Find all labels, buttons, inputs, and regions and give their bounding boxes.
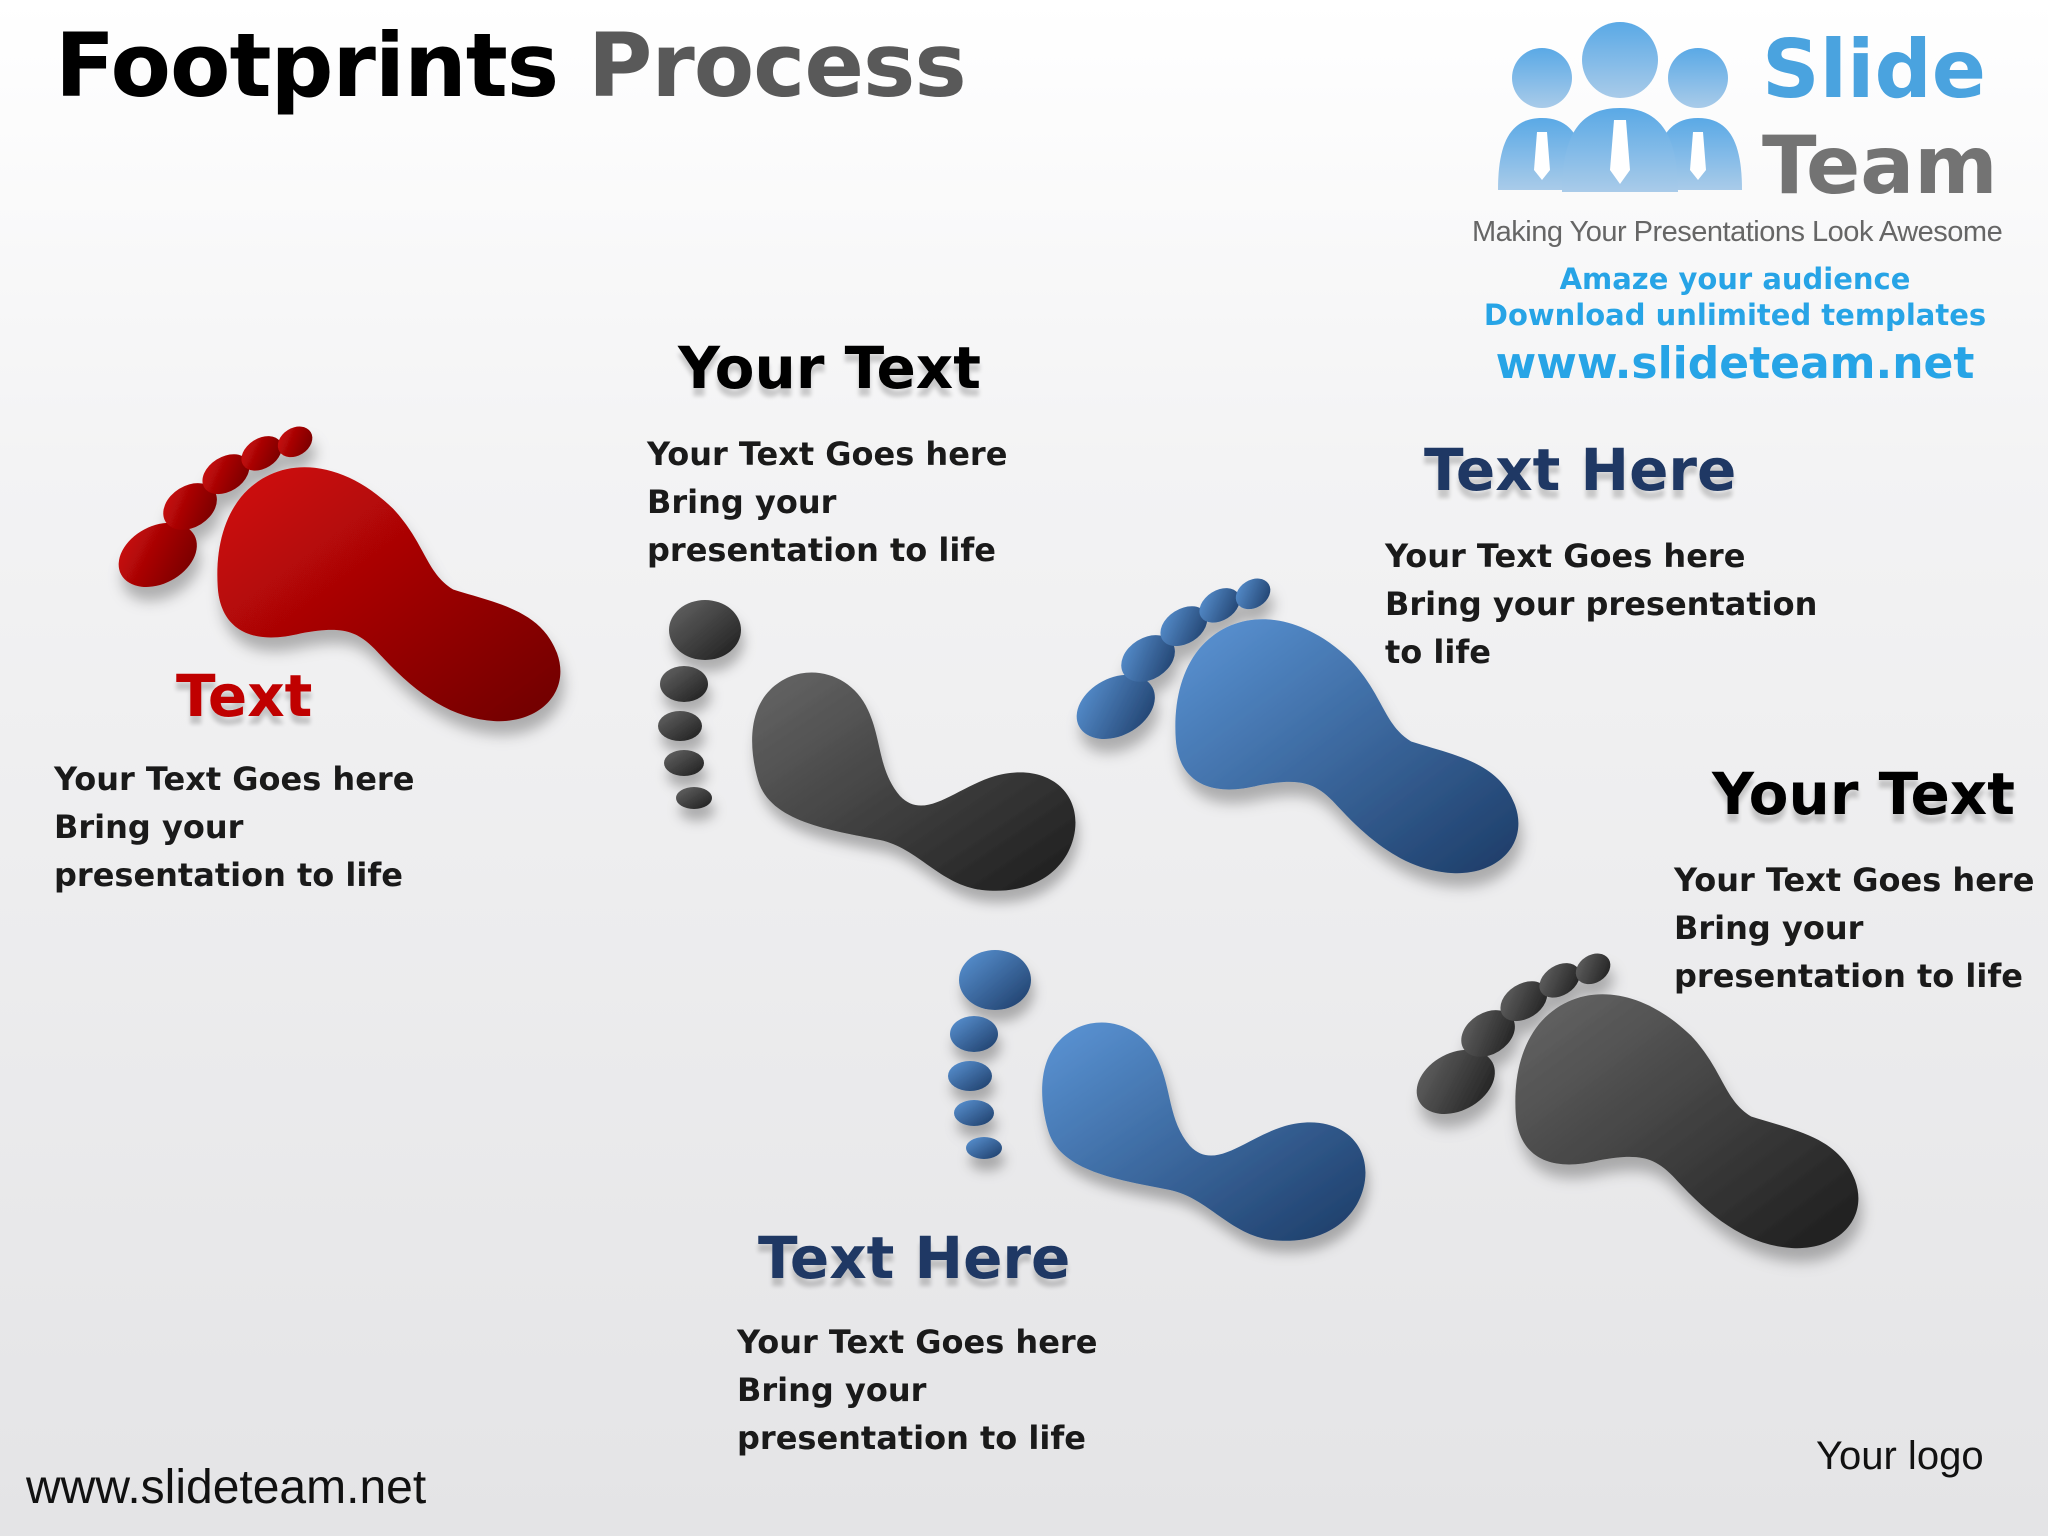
step-3-line-2: Bring your presentation [1385, 585, 1818, 623]
step-5-line-1: Your Text Goes here [1674, 861, 2035, 899]
brand-name-team: Team [1762, 119, 1998, 212]
footprint-2-gray-shape [658, 600, 1076, 891]
brand-logo[interactable]: Slide Team Making Your Presentations Loo… [1470, 20, 2030, 389]
brand-name-slide: Slide [1762, 23, 1986, 116]
step-4-line-2: Bring your [737, 1371, 927, 1409]
step-4-line-1: Your Text Goes here [737, 1323, 1098, 1361]
step-1-line-1: Your Text Goes here [54, 760, 415, 798]
step-4-line-3: presentation to life [737, 1419, 1086, 1457]
step-3-heading: Text Here [1424, 436, 1737, 504]
logo-placeholder: Your logo [1816, 1434, 1984, 1478]
footprint-5-gray [1405, 947, 1859, 1249]
brand-url[interactable]: www.slideteam.net [1495, 338, 1975, 389]
page-title: Footprints Process [55, 17, 967, 115]
step-2-line-1: Your Text Goes here [647, 435, 1008, 473]
step-5-line-2: Bring your [1674, 909, 1864, 947]
step-1-line-2: Bring your [54, 808, 244, 846]
title-word-2: Process [587, 14, 967, 117]
step-4-heading: Text Here [758, 1224, 1071, 1292]
step-4-text: Your Text Goes here Bring your presentat… [737, 1318, 1097, 1462]
brand-promo-1: Amaze your audience [1559, 262, 1911, 296]
step-1-text: Your Text Goes here Bring your presentat… [54, 755, 414, 899]
step-5-line-3: presentation to life [1674, 957, 2023, 995]
footer-url[interactable]: www.slideteam.net [26, 1461, 427, 1514]
step-5-heading: Your Text [1712, 760, 2015, 828]
team-people-icon [1498, 22, 1742, 192]
step-5-text: Your Text Goes here Bring your presentat… [1674, 856, 2034, 1000]
footprint-4-blue-shape [948, 950, 1366, 1241]
title-word-1: Footprints [55, 14, 559, 117]
step-1-line-3: presentation to life [54, 856, 403, 894]
brand-promo-2: Download unlimited templates [1483, 298, 1987, 332]
step-2-line-3: presentation to life [647, 531, 996, 569]
step-2-heading: Your Text [678, 334, 981, 402]
step-1-heading: Text [176, 662, 313, 730]
step-3-line-3: to life [1385, 633, 1491, 671]
brand-tagline: Making Your Presentations Look Awesome [1472, 216, 2003, 248]
step-3-text: Your Text Goes here Bring your presentat… [1385, 532, 1817, 676]
step-2-text: Your Text Goes here Bring your presentat… [647, 430, 1007, 574]
step-3-line-1: Your Text Goes here [1385, 537, 1746, 575]
step-2-line-2: Bring your [647, 483, 837, 521]
